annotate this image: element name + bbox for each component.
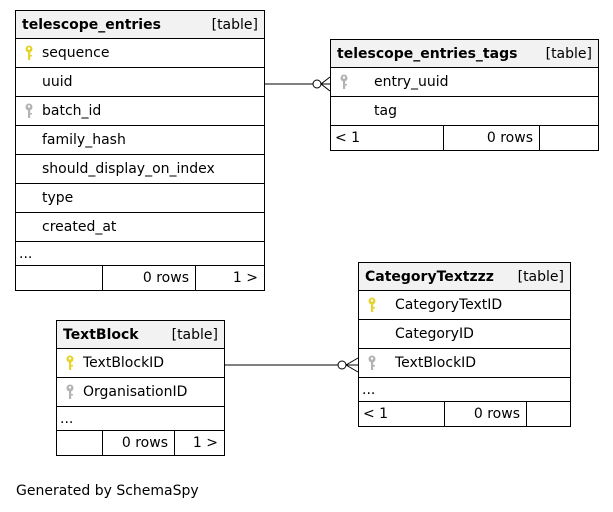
row-count: 0 rows — [103, 431, 175, 455]
column-row-should-display-on-index: should_display_on_index — [16, 155, 264, 184]
column-name: type — [42, 190, 74, 206]
table-header: CategoryTextzzz [table] — [359, 263, 570, 291]
row-count: 0 rows — [103, 266, 196, 290]
column-row-organisationid: OrganisationID — [57, 378, 224, 407]
children-count — [527, 402, 570, 426]
table-header: telescope_entries [table] — [16, 11, 264, 39]
table-kind: [table] — [211, 16, 258, 33]
index-key-icon — [359, 355, 385, 371]
column-name: tag — [374, 103, 397, 119]
primary-key-icon — [16, 45, 42, 61]
column-row-entry-uuid: entry_uuid — [331, 68, 598, 97]
column-row-textblockid: TextBlockID — [57, 349, 224, 378]
column-name: created_at — [42, 219, 117, 235]
column-row-family-hash: family_hash — [16, 126, 264, 155]
column-name: batch_id — [42, 103, 102, 119]
table-textblock[interactable]: TextBlock [table] TextBlockID Organisati… — [56, 320, 225, 456]
table-footer: 0 rows 1 > — [57, 431, 224, 455]
table-categorytextzzz[interactable]: CategoryTextzzz [table] CategoryTextID C… — [358, 262, 571, 427]
generated-by-note: Generated by SchemaSpy — [16, 483, 199, 499]
column-row-created-at: created_at — [16, 213, 264, 242]
table-header: TextBlock [table] — [57, 321, 224, 349]
column-name: OrganisationID — [83, 384, 188, 400]
table-footer: < 1 0 rows — [331, 126, 598, 150]
table-name: telescope_entries — [22, 16, 161, 33]
column-row-categoryid: CategoryID — [359, 320, 570, 349]
table-header: telescope_entries_tags [table] — [331, 40, 598, 68]
index-key-icon — [57, 384, 83, 400]
column-row-batch-id: batch_id — [16, 97, 264, 126]
table-telescope-entries-tags[interactable]: telescope_entries_tags [table] entry_uui… — [330, 39, 599, 151]
column-name: CategoryTextID — [395, 297, 503, 313]
table-footer: 0 rows 1 > — [16, 266, 264, 290]
primary-key-icon — [359, 297, 385, 313]
index-key-icon — [16, 103, 42, 119]
more-columns-ellipsis: ... — [359, 378, 570, 402]
relation-entries-to-tags — [265, 76, 331, 92]
column-row-textblockid: TextBlockID — [359, 349, 570, 378]
parents-count — [16, 266, 103, 290]
table-telescope-entries[interactable]: telescope_entries [table] sequence uuid … — [15, 10, 265, 291]
relation-textblock-to-categorytext — [225, 357, 359, 373]
column-name: uuid — [42, 74, 73, 90]
column-row-uuid: uuid — [16, 68, 264, 97]
column-name: sequence — [42, 45, 110, 61]
column-row-tag: tag — [331, 97, 598, 126]
column-name: TextBlockID — [83, 355, 165, 371]
column-name: TextBlockID — [395, 355, 477, 371]
table-kind: [table] — [171, 326, 218, 343]
column-row-sequence: sequence — [16, 39, 264, 68]
parents-count[interactable]: < 1 — [359, 402, 445, 426]
column-name: family_hash — [42, 132, 126, 148]
row-count: 0 rows — [444, 126, 540, 150]
children-count[interactable]: 1 > — [192, 435, 218, 451]
column-name: CategoryID — [395, 326, 474, 342]
column-name: entry_uuid — [374, 74, 449, 90]
row-count: 0 rows — [445, 402, 527, 426]
column-name: should_display_on_index — [42, 161, 215, 177]
table-kind: [table] — [517, 268, 564, 285]
table-name: CategoryTextzzz — [365, 268, 494, 285]
children-count[interactable]: 1 > — [232, 270, 258, 286]
column-row-type: type — [16, 184, 264, 213]
table-kind: [table] — [545, 45, 592, 62]
children-count — [540, 126, 598, 150]
parents-count — [57, 431, 103, 455]
index-key-icon — [331, 74, 357, 90]
more-columns-ellipsis: ... — [57, 407, 224, 431]
table-footer: < 1 0 rows — [359, 402, 570, 426]
table-name: TextBlock — [63, 326, 139, 343]
primary-key-icon — [57, 355, 83, 371]
parents-count[interactable]: < 1 — [331, 126, 444, 150]
more-columns-ellipsis: ... — [16, 242, 264, 266]
column-row-categorytextid: CategoryTextID — [359, 291, 570, 320]
table-name: telescope_entries_tags — [337, 45, 518, 62]
